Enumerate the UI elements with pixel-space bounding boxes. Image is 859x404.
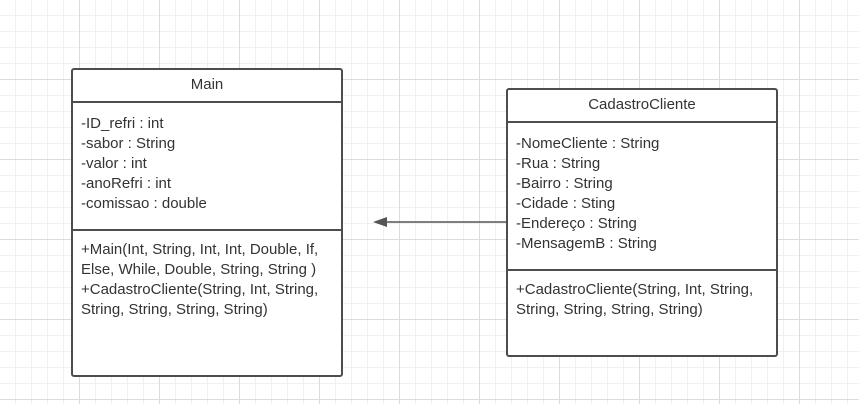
attribute: -sabor : String (81, 135, 176, 152)
attribute: -Rua : String (516, 155, 601, 172)
attribute: -comissao : double (81, 195, 207, 212)
class-cadastrocliente[interactable]: CadastroCliente -NomeCliente : String -R… (506, 88, 778, 357)
class-methods: +CadastroCliente(String, Int, String, St… (508, 271, 776, 320)
attribute: -ID_refri : int (81, 115, 164, 132)
attribute: -Cidade : Sting (516, 195, 616, 212)
class-name: Main (73, 70, 341, 103)
method: +CadastroCliente(String, Int, String, St… (81, 281, 319, 318)
method: +CadastroCliente(String, Int, String, St… (516, 281, 754, 318)
class-main[interactable]: Main -ID_refri : int -sabor : String -va… (71, 68, 343, 377)
arrow-head (373, 217, 387, 227)
class-attributes: -ID_refri : int -sabor : String -valor :… (73, 103, 341, 231)
attribute: -NomeCliente : String (516, 135, 660, 152)
attribute: -Bairro : String (516, 175, 613, 192)
class-methods: +Main(Int, String, Int, Int, Double, If,… (73, 231, 341, 320)
class-attributes: -NomeCliente : String -Rua : String -Bai… (508, 123, 776, 271)
attribute: -MensagemB : String (516, 235, 657, 252)
attribute: -anoRefri : int (81, 175, 172, 192)
attribute: -Endereço : String (516, 215, 637, 232)
method: +Main(Int, String, Int, Int, Double, If,… (81, 241, 319, 278)
attribute: -valor : int (81, 155, 147, 172)
class-name: CadastroCliente (508, 90, 776, 123)
